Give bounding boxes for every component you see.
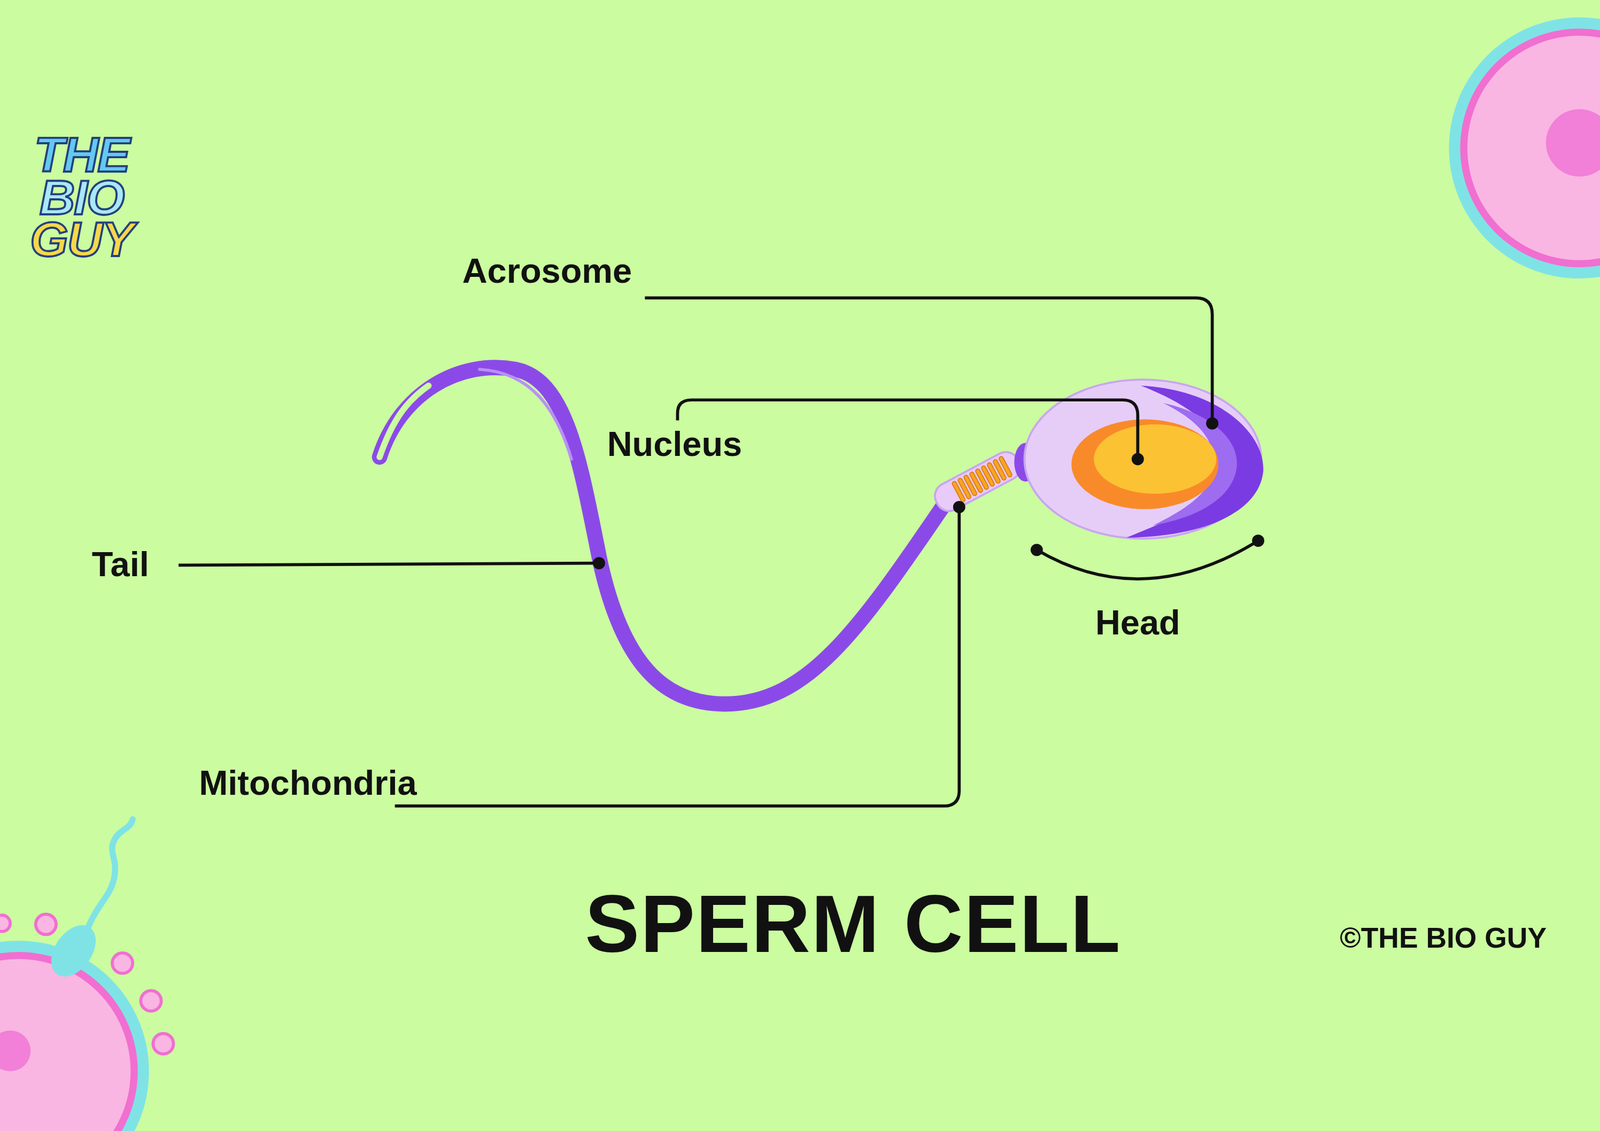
diagram-title: SPERM CELL — [584, 883, 1122, 966]
part-label: Mitochondria — [198, 765, 417, 801]
logo-text: GUY — [29, 215, 134, 265]
leader-dots — [592, 417, 1265, 570]
part-label: Head — [1095, 605, 1181, 640]
midpiece — [930, 447, 1025, 516]
fertilisation-corner — [0, 819, 174, 1131]
part-label: Tail — [91, 546, 150, 582]
egg-cell-corner — [1448, 17, 1600, 279]
leader-lines — [178, 297, 1259, 807]
copyright-watermark: ©THE BIO GUY — [1339, 924, 1547, 953]
part-label: Nucleus — [607, 426, 742, 462]
sperm-head — [1024, 379, 1264, 539]
sperm-tail — [379, 367, 945, 705]
part-label: Acrosome — [462, 252, 632, 288]
logo-text: THE — [34, 130, 130, 180]
